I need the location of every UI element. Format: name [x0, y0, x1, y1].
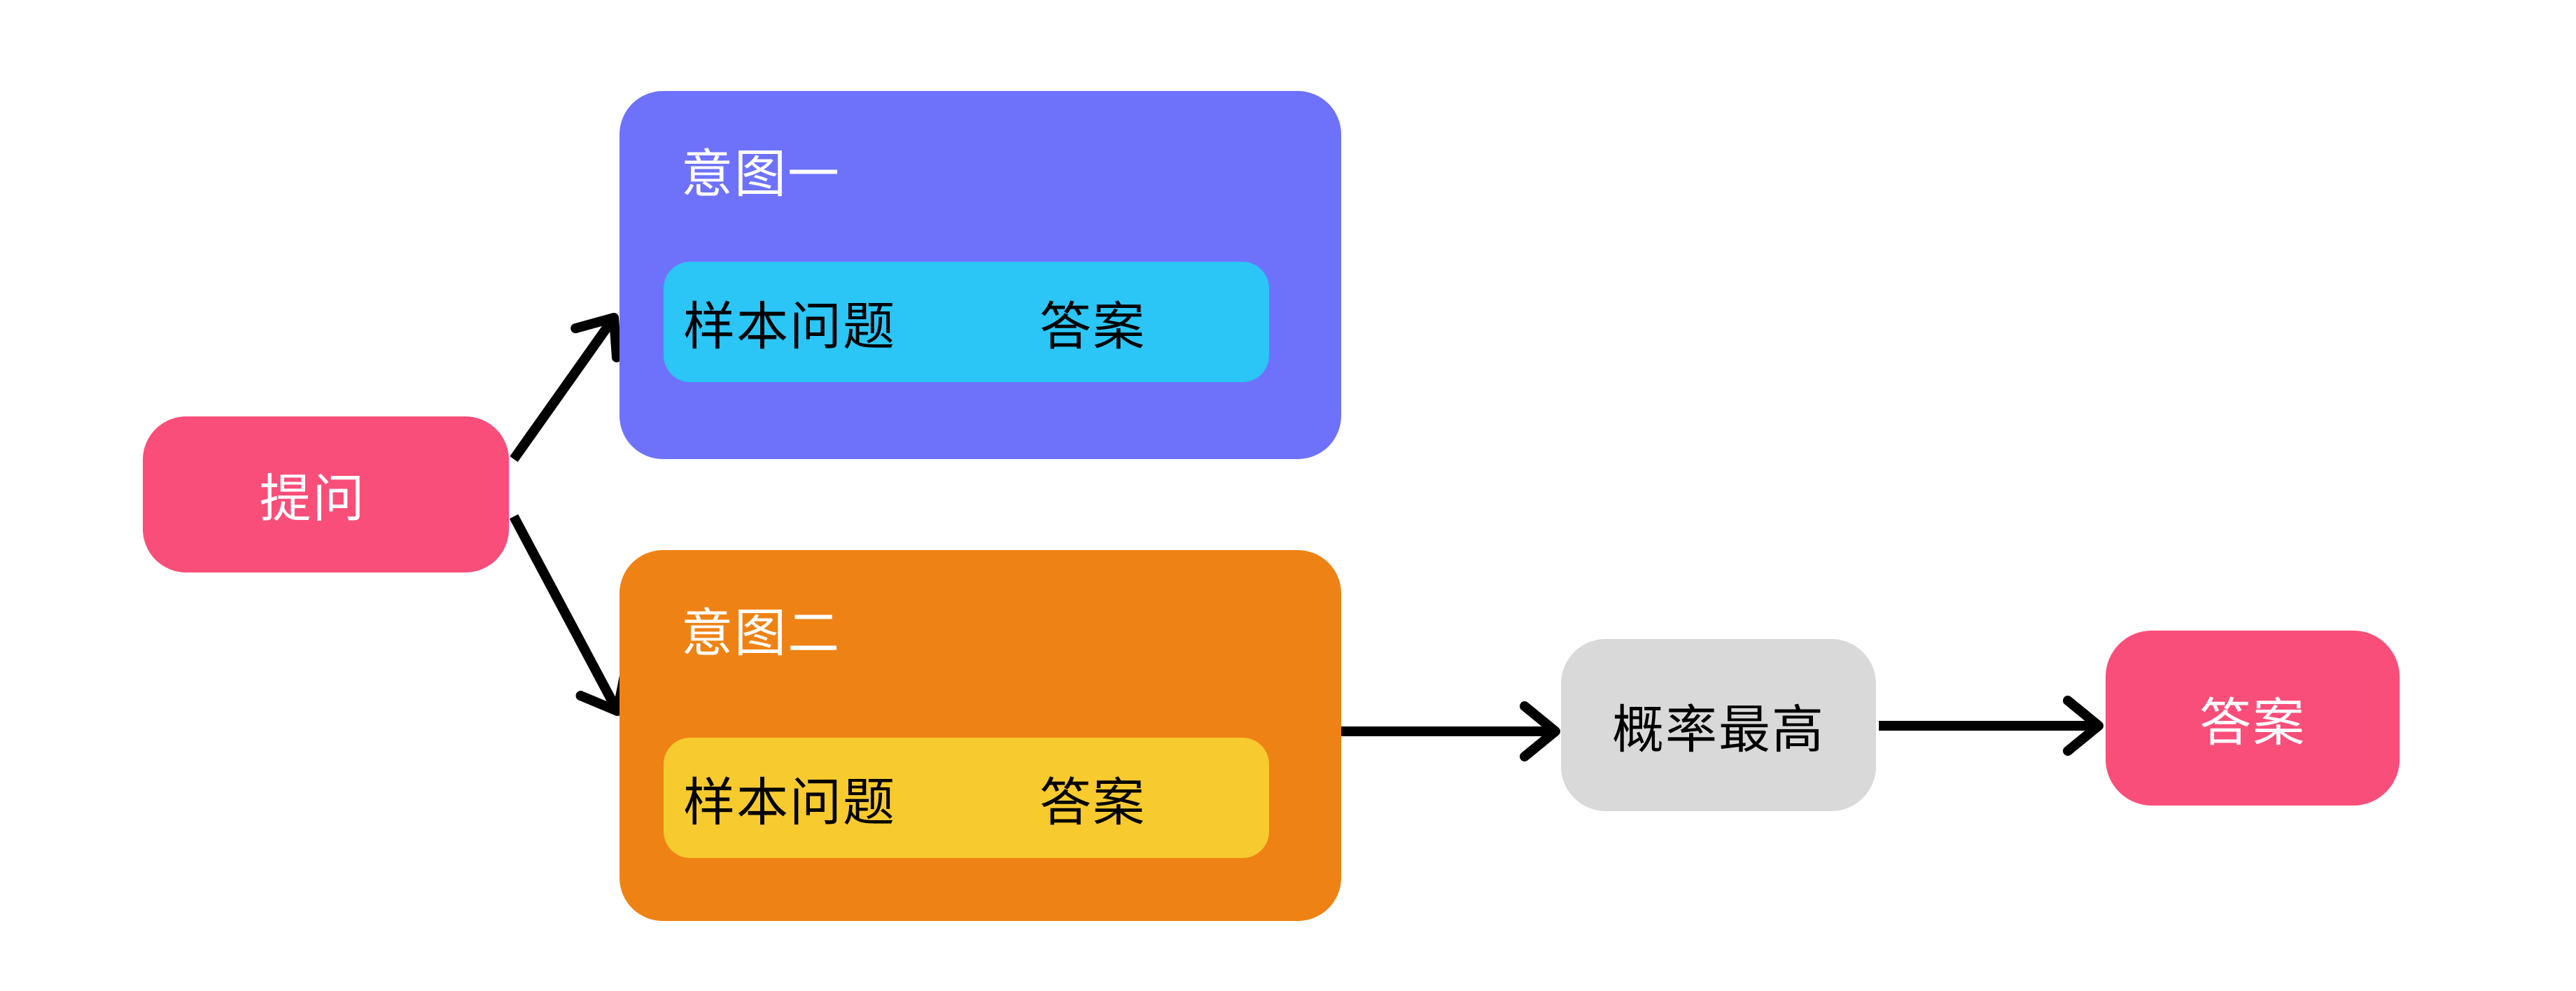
sample-answer-label: 答案: [1040, 297, 1146, 356]
sample-answer-label: 答案: [1040, 773, 1146, 831]
sample-question-label: 样本问题: [683, 773, 896, 831]
card-intent1-title: 意图一: [681, 145, 841, 203]
arrow-ask-to-intent1: [510, 313, 622, 463]
node-answer-label: 答案: [2199, 693, 2306, 752]
node-ask-label: 提问: [259, 470, 366, 528]
card-intent2: 意图二 样本问题 答案: [620, 550, 1341, 921]
node-probability: 概率最高: [1561, 639, 1876, 811]
card-intent2-title: 意图二: [681, 604, 841, 662]
node-answer: 答案: [2106, 631, 2400, 806]
card-intent1-sample-row: 样本问题 答案: [664, 262, 1269, 382]
sample-question-label: 样本问题: [683, 297, 896, 356]
arrow-ask-to-intent2: [509, 514, 631, 716]
node-ask: 提问: [143, 416, 509, 572]
card-intent2-sample-row: 样本问题 答案: [664, 738, 1269, 858]
card-intent1: 意图一 样本问题 答案: [620, 91, 1341, 459]
node-probability-label: 概率最高: [1612, 700, 1825, 759]
